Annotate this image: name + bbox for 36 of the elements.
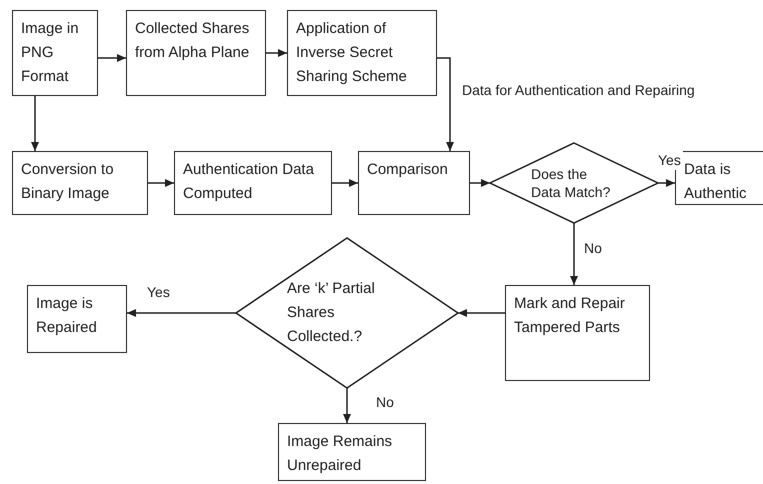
edge-label: Yes [656, 150, 683, 170]
arrow [127, 309, 236, 317]
node-text: Does the Data Match? [531, 165, 612, 201]
process-box [174, 151, 332, 215]
process-box [287, 10, 437, 96]
process-box [12, 10, 98, 96]
process-box [126, 10, 266, 96]
node-text: Application of Inverse Secret Sharing Scheme [296, 19, 408, 87]
arrow [437, 57, 454, 151]
process-box [358, 151, 470, 215]
arrow [343, 388, 351, 423]
node-text: Image is Repaired [36, 294, 98, 338]
node-text: Comparison [367, 160, 448, 180]
arrow [570, 223, 578, 285]
node-text: Are ‘k’ Partial Shares Collected.? [287, 279, 376, 347]
decision-diamond [488, 142, 660, 224]
decision-diamond [234, 237, 460, 389]
node-text: Image in PNG Format [21, 19, 80, 87]
node-text: Data is Authentic [684, 160, 748, 204]
arrow [31, 96, 39, 151]
arrow [458, 309, 505, 317]
process-box [27, 285, 127, 353]
arrow [658, 179, 675, 187]
process-box [505, 285, 650, 381]
node-text: Authentication Data Computed [183, 160, 315, 204]
arrow [470, 179, 490, 187]
process-box [278, 423, 426, 481]
node-text: Mark and Repair Tampered Parts [514, 294, 626, 338]
arrow [266, 49, 287, 57]
arrow [148, 179, 174, 187]
arrow [332, 179, 358, 187]
arrow [98, 54, 126, 62]
node-text: Collected Shares from Alpha Plane [135, 19, 250, 63]
node-text: Conversion to Binary Image [21, 160, 115, 204]
process-box [12, 151, 148, 215]
node-text: Image Remains Unrepaired [287, 432, 394, 476]
